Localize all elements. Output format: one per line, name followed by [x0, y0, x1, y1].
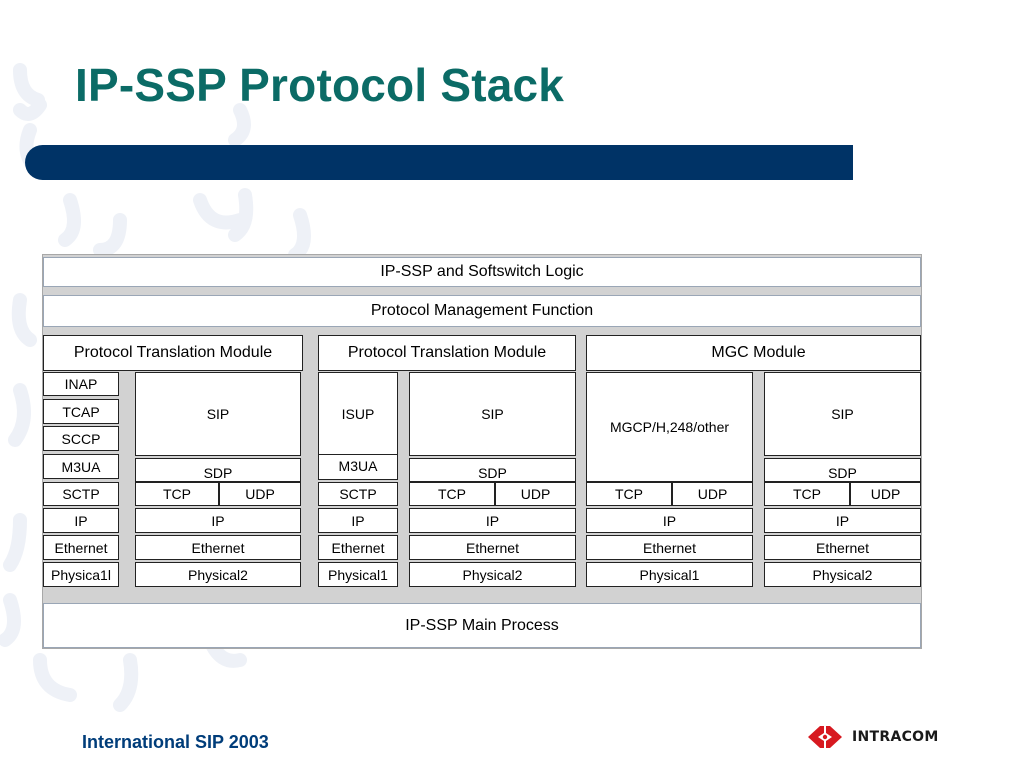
- module3-udp: UDP: [850, 482, 921, 506]
- footer-event-name: International SIP 2003: [82, 732, 269, 752]
- module3-ip-layer: IP: [764, 508, 921, 533]
- module3-mgc-ethernet: Ethernet: [586, 535, 753, 560]
- module3-ethernet-layer: Ethernet: [764, 535, 921, 560]
- module3-sdp: SDP: [764, 458, 921, 482]
- module3-mgc-ip: IP: [586, 508, 753, 533]
- module1-ethernet: Ethernet: [43, 535, 119, 560]
- module1-inap: INAP: [43, 372, 119, 396]
- module1-physical: Physica1l: [43, 562, 119, 587]
- module2-ip-layer: IP: [409, 508, 576, 533]
- module1-sccp: SCCP: [43, 426, 119, 451]
- module1-ethernet-layer: Ethernet: [135, 535, 301, 560]
- module3-mgcp: MGCP/H,248/other: [586, 372, 753, 482]
- module2-physical-layer: Physical2: [409, 562, 576, 587]
- module1-sip: SIP: [135, 372, 301, 456]
- module1-sdp: SDP: [135, 458, 301, 482]
- protocol-stack-diagram: IP-SSP and Softswitch Logic Protocol Man…: [42, 254, 922, 649]
- module1-physical-layer: Physical2: [135, 562, 301, 587]
- module1-sctp: SCTP: [43, 482, 119, 506]
- module2-m3ua: M3UA: [318, 454, 398, 480]
- title-accent-bar: [25, 145, 853, 180]
- module3-header: MGC Module: [586, 335, 921, 371]
- logo-wordmark: INTRACOM: [852, 729, 939, 745]
- module1-header: Protocol Translation Module: [43, 335, 303, 371]
- module2-sctp: SCTP: [318, 482, 398, 506]
- module1-tcp: TCP: [135, 482, 219, 506]
- module2-udp: UDP: [495, 482, 576, 506]
- module2-ip: IP: [318, 508, 398, 533]
- module2-isup: ISUP: [318, 372, 398, 456]
- module1-ip-layer: IP: [135, 508, 301, 533]
- main-process-layer: IP-SSP Main Process: [43, 603, 921, 648]
- protocol-management-layer: Protocol Management Function: [43, 295, 921, 327]
- module2-ethernet: Ethernet: [318, 535, 398, 560]
- module2-sip: SIP: [409, 372, 576, 456]
- module1-tcap: TCAP: [43, 399, 119, 424]
- module1-m3ua: M3UA: [43, 454, 119, 479]
- module1-ip: IP: [43, 508, 119, 533]
- module2-sdp: SDP: [409, 458, 576, 482]
- module2-header: Protocol Translation Module: [318, 335, 576, 371]
- module3-mgc-physical: Physical1: [586, 562, 753, 587]
- module3-tcp: TCP: [764, 482, 850, 506]
- module3-mgc-udp: UDP: [672, 482, 753, 506]
- intracom-logo: INTRACOM: [806, 724, 939, 750]
- intracom-logo-icon: [808, 726, 842, 748]
- module3-physical-layer: Physical2: [764, 562, 921, 587]
- module2-ethernet-layer: Ethernet: [409, 535, 576, 560]
- module2-tcp: TCP: [409, 482, 495, 506]
- module2-physical: Physical1: [318, 562, 398, 587]
- module3-sip: SIP: [764, 372, 921, 456]
- module1-udp: UDP: [219, 482, 301, 506]
- slide-title: IP-SSP Protocol Stack: [75, 59, 565, 111]
- softswitch-logic-layer: IP-SSP and Softswitch Logic: [43, 257, 921, 287]
- module3-mgc-tcp: TCP: [586, 482, 672, 506]
